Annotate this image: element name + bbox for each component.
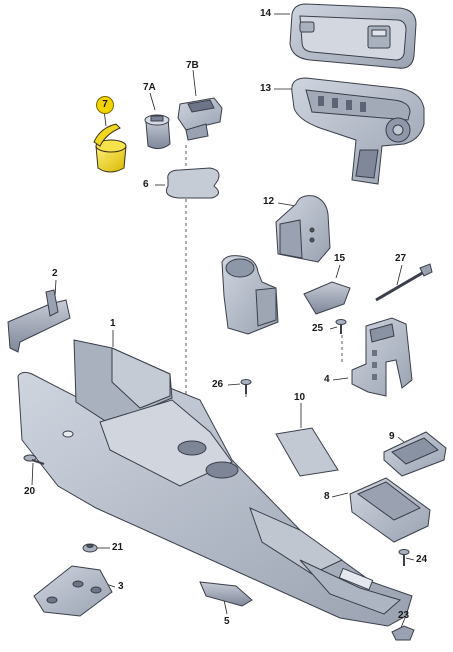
callout-10: 10 — [294, 392, 306, 403]
callout-6: 6 — [143, 179, 149, 190]
callout-25: 25 — [312, 323, 324, 334]
callout-23: 23 — [398, 610, 410, 621]
callout-7b: 7B — [186, 60, 199, 71]
callout-13: 13 — [260, 83, 272, 94]
part-7-ashtray-insert — [93, 123, 127, 173]
part-24-screw — [398, 549, 410, 566]
callout-12: 12 — [263, 196, 275, 207]
part-13-armrest-frame — [291, 77, 425, 185]
callout-24: 24 — [416, 554, 428, 565]
part-7b-switch-housing — [177, 97, 223, 141]
part-4-bracket — [351, 317, 413, 397]
part-25-screw — [335, 319, 347, 334]
part-3-base-bracket — [33, 565, 113, 617]
part-8-storage-tray — [349, 477, 431, 543]
part-23-clip — [391, 625, 415, 641]
callout-26: 26 — [212, 379, 224, 390]
callout-4: 4 — [324, 374, 330, 385]
part-10-pad — [275, 427, 339, 477]
callout-14: 14 — [260, 8, 272, 19]
callout-27: 27 — [395, 253, 407, 264]
part-1-center-console — [17, 339, 413, 627]
callout-3: 3 — [118, 581, 124, 592]
part-14-armrest-lid — [289, 3, 417, 69]
part-15-clip — [303, 281, 351, 315]
part-12-trim-piece — [221, 255, 279, 335]
part-20-screw — [23, 454, 45, 465]
callout-9: 9 — [389, 431, 395, 442]
callout-20: 20 — [24, 486, 36, 497]
part-12-rear-cover — [275, 195, 331, 263]
callout-8: 8 — [324, 491, 330, 502]
callout-2: 2 — [52, 268, 58, 279]
callout-1: 1 — [110, 318, 116, 329]
part-27-bolt — [375, 263, 433, 302]
part-7a-insert — [144, 114, 171, 150]
part-9-tray — [383, 431, 447, 477]
part-2-mounting-bracket — [7, 289, 71, 353]
callout-5: 5 — [224, 616, 230, 627]
callout-21: 21 — [112, 542, 124, 553]
part-26-screw — [240, 379, 252, 394]
callout-7a: 7A — [143, 82, 156, 93]
part-21-nut — [82, 543, 98, 553]
part-5-clip — [199, 581, 253, 607]
part-6-mat — [165, 167, 220, 199]
callout-15: 15 — [334, 253, 346, 264]
callout-7: 7 — [96, 96, 114, 114]
